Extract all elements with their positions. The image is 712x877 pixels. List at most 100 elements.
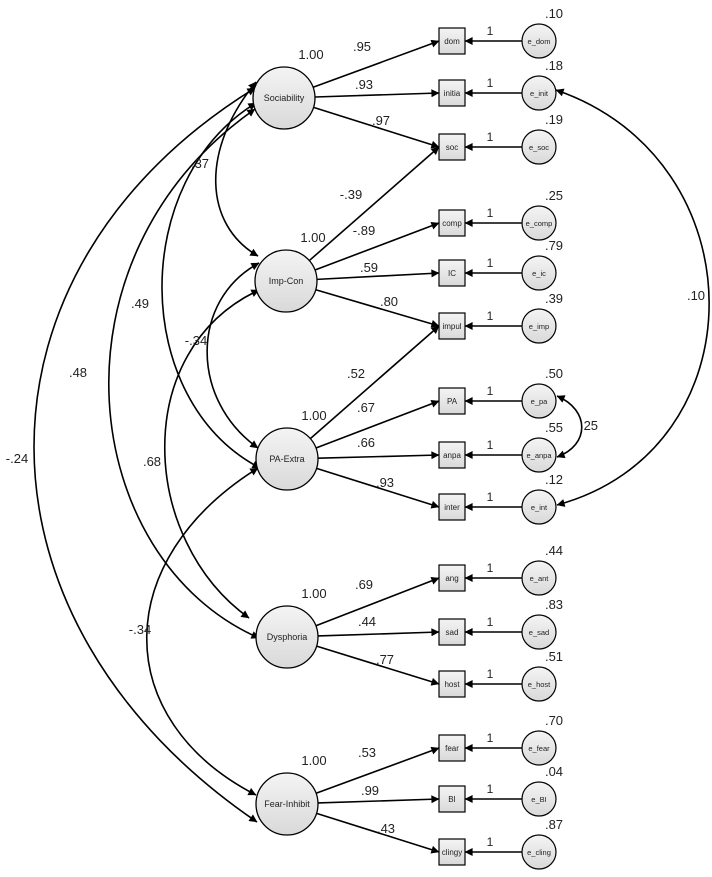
error-path-weight-pa: 1 [487,384,494,398]
error-variance-bi: .04 [545,764,563,779]
loading-value-soc_lv-soc: .97 [372,113,390,128]
correlation-value-e_init-e_int: .10 [687,288,705,303]
indicator-label-sad: sad [446,628,459,637]
latent-node-pa_lv [255,427,319,491]
error-label-e_int: e_int [531,503,548,512]
correlation-arc-e_init-e_int [555,88,710,507]
indicator-label-clingy: clingy [442,848,462,857]
error-label-e_pa: e_pa [531,397,549,406]
loading-arrow-imp_lv-impul [315,288,440,328]
error-node-e_ic [521,255,557,291]
error-path-weight-ic: 1 [487,256,494,270]
latent-variance-pa_lv: 1.00 [301,408,326,423]
correlation-value-imp_lv-pa_lv: -.34 [185,333,207,348]
indicator-label-inter: inter [444,503,460,512]
error-node-e_imp [521,308,557,344]
latent-variance-imp_lv: 1.00 [300,230,325,245]
loading-value-pa_lv-impul: .52 [347,366,365,381]
latent-label-fi_lv: Fear-Inhibit [264,799,310,809]
error-label-e_comp: e_comp [526,219,553,228]
latent-label-soc_lv: Sociability [264,93,305,103]
error-path-weight-host: 1 [487,667,494,681]
error-label-e_init: e_init [530,89,549,98]
correlation-value-pa_lv-fi_lv: -.34 [129,622,151,637]
correlation-value-e_pa-e_anpa: .25 [580,418,598,433]
error-label-e_ant: e_ant [530,574,550,583]
error-node-e_BI [521,781,557,817]
indicator-box-anpa [438,441,466,469]
loading-arrow-imp_lv-comp [314,221,440,271]
latent-label-pa_lv: PA-Extra [269,454,304,464]
loading-arrow-dys_lv-host [316,645,440,686]
indicator-box-initia [438,79,466,107]
indicator-box-sad [438,618,466,646]
correlation-arc-e_pa-e_anpa [556,395,583,459]
loading-value-fi_lv-clingy: .43 [377,821,395,836]
error-node-e_anpa [521,437,557,473]
error-variance-clingy: .87 [545,817,563,832]
loading-value-fi_lv-fear: .53 [358,745,376,760]
correlation-value-soc_lv-pa_lv: .49 [131,296,149,311]
error-variance-anpa: .55 [545,420,563,435]
error-path-weight-inter: 1 [487,490,494,504]
error-variance-comp: .25 [545,188,563,203]
correlation-arc-imp_lv-dys_lv [163,289,260,619]
error-node-e_comp [521,205,557,241]
error-node-e_init [521,75,557,111]
loading-value-imp_lv-soc: -.39 [340,187,362,202]
loading-arrow-pa_lv-impul [309,325,440,440]
latent-variance-dys_lv: 1.00 [301,586,326,601]
indicator-box-clingy [438,838,466,866]
indicator-box-impul [438,312,466,340]
indicator-label-initia: initia [444,89,461,98]
error-node-e_int [521,489,557,525]
loading-arrow-fi_lv-bi [317,795,440,804]
error-label-e_imp: e_imp [529,322,549,331]
correlation-arc-pa_lv-fi_lv [146,467,259,796]
loading-value-imp_lv-impul: .80 [380,294,398,309]
indicator-label-fear: fear [445,744,459,753]
error-variance-sad: .83 [545,597,563,612]
error-path-weight-ang: 1 [487,561,494,575]
indicator-box-comp [438,209,466,237]
loading-arrow-fi_lv-fear [315,746,440,795]
error-label-e_host: e_host [528,680,551,689]
indicator-box-inter [438,493,466,521]
error-node-e_sad [521,614,557,650]
loading-value-imp_lv-ic: .59 [360,260,378,275]
loading-arrow-soc_lv-initia [314,89,440,98]
error-variance-initia: .18 [545,58,563,73]
error-variance-inter: .12 [545,472,563,487]
indicator-box-dom [438,27,466,55]
error-variance-pa: .50 [545,366,563,381]
indicator-box-ic [438,259,466,287]
error-variance-fear: .70 [545,713,563,728]
error-label-e_fear: e_fear [528,744,550,753]
loading-arrow-pa_lv-anpa [317,451,440,460]
error-path-weight-clingy: 1 [487,835,494,849]
error-node-e_host [521,666,557,702]
indicator-label-bi: BI [448,795,456,804]
latent-node-imp_lv [254,249,318,313]
correlation-arc-soc_lv-imp_lv [214,81,259,257]
error-label-e_cling: e_cling [527,848,551,857]
correlation-value-soc_lv-dys_lv: .48 [69,365,87,380]
error-node-e_soc [521,129,557,165]
indicator-label-dom: dom [444,37,460,46]
error-path-weight-impul: 1 [487,309,494,323]
indicator-box-ang [438,564,466,592]
error-label-e_anpa: e_anpa [526,451,552,460]
error-label-e_sad: e_sad [529,628,549,637]
error-label-e_soc: e_soc [529,143,549,152]
correlation-value-imp_lv-dys_lv: .68 [143,454,161,469]
indicator-label-pa: PA [447,397,458,406]
loading-arrow-imp_lv-ic [316,269,440,281]
loading-arrow-pa_lv-pa [315,399,440,449]
loading-value-pa_lv-anpa: .66 [357,435,375,450]
correlation-value-soc_lv-fi_lv: -.24 [6,451,28,466]
latent-node-fi_lv [255,772,319,836]
error-node-e_fear [521,730,557,766]
error-variance-impul: .39 [545,291,563,306]
error-path-weight-bi: 1 [487,782,494,796]
